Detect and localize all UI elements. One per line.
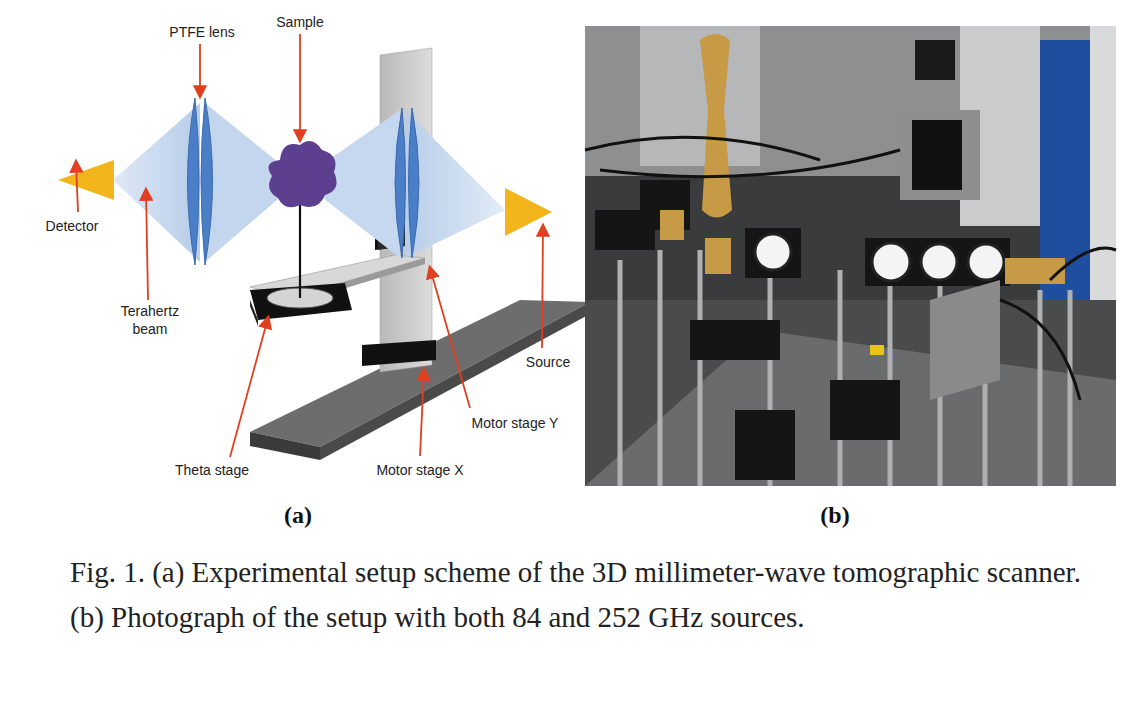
panel-letter: (a): [268, 506, 328, 524]
part-label: Motor stage Y: [450, 414, 580, 432]
setup-illustration: [0, 0, 1126, 540]
part-label: Detector: [22, 217, 122, 235]
part-label: Source: [508, 353, 588, 371]
part-label: Motor stage X: [360, 461, 480, 479]
part-label: Sample: [255, 13, 345, 31]
panel-letter: (b): [805, 506, 865, 524]
part-label: Theta stage: [157, 461, 267, 479]
part-label: PTFE lens: [147, 23, 257, 41]
lab-photograph: [585, 26, 1116, 486]
figure-caption: Fig. 1. (a) Experimental setup scheme of…: [70, 550, 1116, 640]
part-label: Terahertz beam: [110, 302, 190, 338]
